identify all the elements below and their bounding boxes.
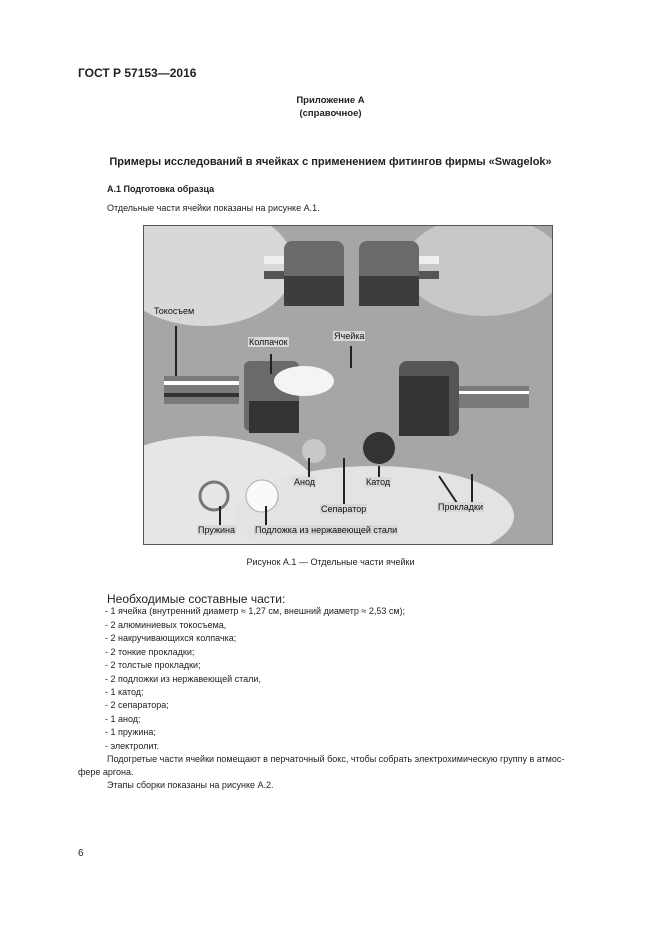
figure-photo: Токосъем Колпачок Ячейка Анод Катод Сепа… [143,225,553,545]
list-item: - электролит. [105,741,160,751]
paragraph: Этапы сборки показаны на рисунке А.2. [107,780,274,790]
list-item: - 2 алюминиевых токосъема, [105,620,227,630]
list-item: - 1 анод; [105,714,141,724]
label-spring: Пружина [197,525,236,535]
page-number: 6 [78,848,84,859]
cell-parts-image [144,226,552,544]
list-item: - 2 тонкие прокладки; [105,647,195,657]
list-item: - 2 накручивающихся колпачка; [105,633,237,643]
label-cell: Ячейка [333,331,366,341]
list-item: - 2 подложки из нержавеющей стали, [105,674,261,684]
document-header: ГОСТ Р 57153—2016 [78,66,197,80]
appendix-note: (справочное) [299,108,362,119]
label-cathode: Катод [365,477,392,487]
label-separator: Сепаратор [320,504,368,514]
section-intro: Отдельные части ячейки показаны на рисун… [107,203,320,213]
paragraph-line: фере аргона. [78,767,134,777]
list-item: - 2 сепаратора; [105,700,169,710]
figure-caption: Рисунок А.1 — Отдельные части ячейки [246,557,415,567]
appendix-title: Приложение А [296,95,365,106]
label-substrate: Подложка из нержавеющей стали [254,525,399,535]
section-heading: А.1 Подготовка образца [107,184,215,194]
list-item: - 1 пружина; [105,727,156,737]
page-title: Примеры исследований в ячейках с примене… [109,156,552,168]
paragraph-line: Подогретые части ячейки помещают в перча… [107,754,565,764]
label-anode: Анод [293,477,317,487]
list-item: - 2 толстые прокладки; [105,660,201,670]
label-cap: Колпачок [248,337,289,347]
list-item: - 1 катод; [105,687,144,697]
list-item: - 1 ячейка (внутренний диаметр ≈ 1,27 см… [105,606,406,616]
label-current-collector: Токосъем [153,306,196,316]
parts-heading: Необходимые составные части: [107,592,286,606]
label-gaskets: Прокладки [437,502,484,512]
